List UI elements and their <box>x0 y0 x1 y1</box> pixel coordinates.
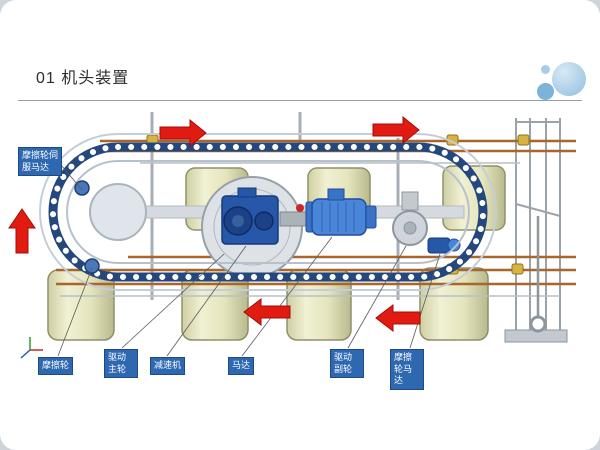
page-title: 01 机头装置 <box>36 70 130 87</box>
flow-arrows <box>8 115 421 333</box>
arrow-top-right-icon <box>372 115 420 145</box>
friction-wheel-motor-assembly <box>427 237 461 254</box>
title-divider <box>18 100 582 101</box>
drive-motor <box>279 188 377 236</box>
bubble-large <box>552 62 586 96</box>
label-friction-wheel-motor: 摩擦轮马达 <box>390 349 424 391</box>
right-support-structure <box>504 118 568 343</box>
label-reducer: 减速机 <box>150 357 186 375</box>
label-drive-main-wheel: 驱动主轮 <box>104 349 138 379</box>
coordinate-axes-icon <box>20 337 43 359</box>
decorative-bubbles-icon <box>537 58 588 102</box>
lower-drums <box>47 267 489 341</box>
leader-lines <box>57 165 441 357</box>
arrow-bottom-middle-icon <box>243 297 291 327</box>
drive-aux-wheel <box>392 191 428 246</box>
hanging-hook-icon <box>529 216 547 333</box>
reducer-gearbox <box>221 187 279 245</box>
arrow-left-up-icon <box>8 208 36 254</box>
arrow-bottom-right-icon <box>375 303 421 333</box>
label-motor: 马达 <box>228 357 255 375</box>
label-friction-wheel: 摩擦轮 <box>38 357 74 375</box>
bubble-medium <box>537 83 554 100</box>
friction-wheels <box>74 180 100 274</box>
label-drive-aux-wheel: 驱动副轮 <box>330 349 364 379</box>
tension-wheel <box>89 183 147 241</box>
bubble-small <box>541 65 550 74</box>
arrow-top-left-icon <box>159 118 207 148</box>
label-friction-wheel-servo-motor: 摩擦轮伺服马达 <box>18 147 62 177</box>
